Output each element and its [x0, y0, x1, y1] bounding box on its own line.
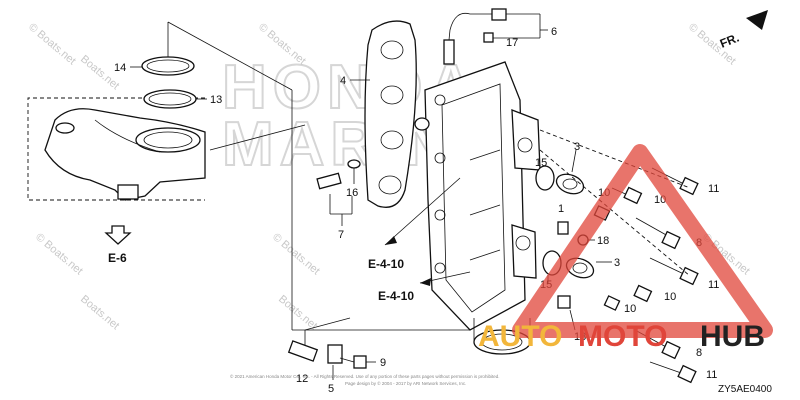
assembly-lines — [209, 90, 470, 331]
references-e410: E-4-10 E-4-10 — [368, 177, 471, 303]
clip-12 — [287, 340, 319, 362]
diagram-code: ZY5AE0400 — [718, 384, 772, 395]
wire-harness — [443, 8, 548, 65]
part-label-9: 9 — [380, 357, 386, 369]
bolt-11-bottom — [677, 364, 697, 384]
bolt-10-upper — [623, 186, 643, 205]
watermark-site: © Boats.net — [270, 231, 322, 277]
cover-rib — [94, 119, 161, 153]
clip-17 — [483, 32, 494, 43]
bolt-11-mid — [679, 266, 699, 286]
part-label-11-mid: 11 — [708, 279, 719, 291]
part-label-15-upper: 15 — [535, 157, 547, 169]
watermark-site: © Boats.net — [26, 21, 78, 67]
copyright-line-1: © 2021 American Honda Motor Co., Inc. - … — [230, 373, 499, 379]
dowel-pin-1 — [557, 221, 569, 235]
warning-triangle-icon — [512, 144, 773, 338]
manifold-body — [424, 61, 526, 331]
bolt-8-upper — [661, 230, 681, 250]
oxygen-sensor — [443, 39, 455, 65]
cover-frame-dashed — [27, 97, 205, 201]
part-label-11-bottom: 11 — [706, 369, 717, 381]
automotohub-logo: AUTO MOTO HUB — [478, 144, 773, 353]
watermark-site: Boats.net — [78, 293, 121, 332]
logo-text-moto: MOTO — [578, 320, 667, 353]
logo-text-auto: AUTO — [478, 320, 562, 353]
manifold-port — [414, 117, 430, 131]
reference-e6-label: E-6 — [108, 251, 127, 265]
o-rings — [130, 21, 293, 109]
part-label-13: 13 — [210, 94, 222, 106]
washer-16 — [347, 159, 361, 169]
part-label-17: 17 — [506, 37, 518, 49]
cover-outlet-inner — [143, 131, 193, 149]
part-label-11-top: 11 — [708, 183, 719, 195]
dowel-pin-18-lower — [557, 295, 571, 309]
bracket-5 — [327, 344, 343, 364]
bolt-11-top — [679, 176, 699, 196]
part-label-18-upper: 18 — [597, 235, 609, 247]
part-label-12: 12 — [296, 373, 308, 385]
part-label-6: 6 — [551, 26, 557, 38]
gasket-4 — [364, 20, 417, 208]
direction-label: FR. — [718, 31, 741, 51]
bolt-8-lower — [661, 340, 681, 360]
gasket-3-upper — [555, 173, 585, 195]
bolt-10-right — [633, 284, 653, 303]
thermostat-cover-group — [27, 97, 206, 201]
watermark-site: Boats.net — [276, 293, 319, 332]
arrow-head-icon — [746, 10, 768, 30]
manifold-flange-lower — [511, 224, 537, 279]
logo-text-hub: HUB — [700, 320, 765, 353]
part-label-3-lower: 3 — [614, 257, 620, 269]
bolts — [539, 129, 699, 384]
part-label-7: 7 — [338, 229, 344, 241]
part-label-16: 16 — [346, 187, 358, 199]
exhaust-gasket — [350, 20, 417, 208]
part-label-8-lower: 8 — [696, 347, 702, 359]
exhaust-manifold — [414, 61, 541, 355]
watermark-site: © Boats.net — [33, 231, 85, 277]
part-label-3-upper: 3 — [574, 141, 580, 153]
part-label-4: 4 — [340, 75, 346, 87]
part-label-5: 5 — [328, 383, 334, 395]
copyright-line-2: Page design by © 2004 - 2017 by ARI Netw… — [345, 380, 466, 386]
seal-15-upper — [535, 165, 555, 191]
connector-6 — [491, 8, 507, 21]
cover-boss — [55, 122, 75, 134]
down-arrow-icon — [104, 225, 132, 245]
reference-e6: E-6 — [104, 225, 132, 265]
bolt-10-lower — [603, 295, 621, 311]
bolt-9 — [353, 355, 367, 369]
bracket-group — [287, 317, 376, 380]
part-label-10-lower: 10 — [624, 303, 636, 315]
front-direction-arrow: FR. — [718, 10, 768, 51]
upper-flange-parts — [535, 149, 585, 195]
reference-e410-lower: E-4-10 — [378, 289, 414, 303]
reference-e410-upper: E-4-10 — [368, 257, 404, 271]
temp-sensor-7 — [316, 172, 342, 190]
part-label-10-right: 10 — [664, 291, 676, 303]
temp-sensor-group — [316, 159, 361, 226]
cover-nipple — [117, 184, 139, 200]
part-label-1: 1 — [558, 203, 564, 215]
part-label-14: 14 — [114, 62, 126, 74]
